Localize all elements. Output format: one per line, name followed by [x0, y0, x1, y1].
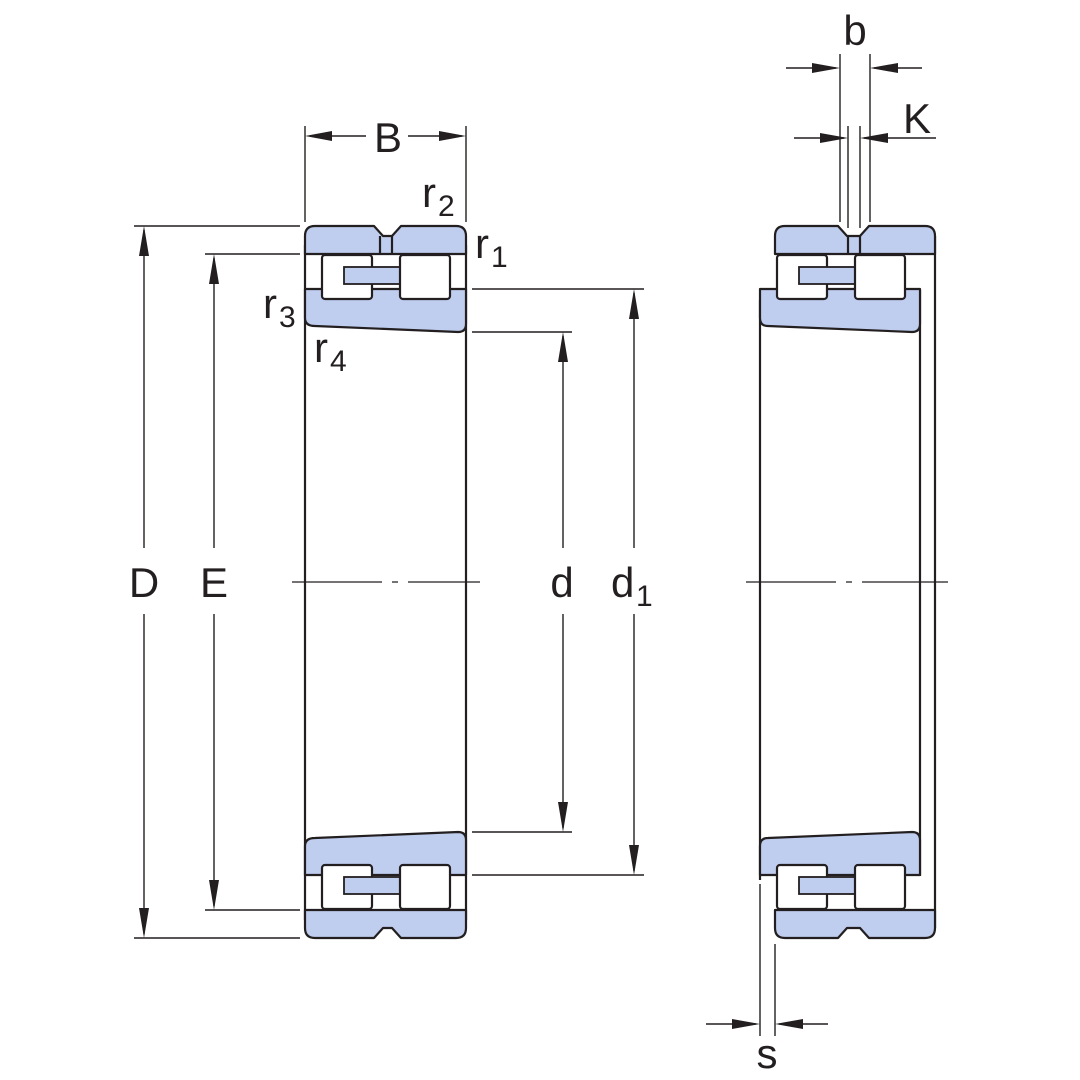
label-r4-sub: 4	[330, 345, 347, 378]
right-section-view	[706, 54, 948, 1036]
label-r2: r	[422, 169, 436, 216]
label-d1-sub: 1	[636, 580, 653, 613]
right-outer-ring-bottom	[773, 908, 937, 940]
label-b: b	[843, 7, 866, 54]
label-r1-sub: 1	[491, 241, 508, 274]
label-B: B	[374, 114, 402, 161]
label-r3: r	[263, 280, 277, 327]
label-D: D	[129, 559, 159, 606]
label-r2-sub: 2	[438, 190, 455, 223]
label-d1: d	[611, 559, 634, 606]
label-r1: r	[475, 220, 489, 267]
label-r4: r	[314, 324, 328, 371]
outer-ring-bottom	[303, 908, 468, 940]
left-section-view	[134, 126, 644, 940]
right-rollers-bottom	[775, 863, 907, 911]
outer-ring-top	[303, 224, 468, 256]
label-E: E	[200, 559, 228, 606]
right-outer-ring-top	[773, 224, 937, 256]
label-s: s	[757, 1030, 778, 1077]
label-K: K	[903, 95, 931, 142]
right-rollers-top	[775, 253, 907, 301]
label-r3-sub: 3	[279, 301, 296, 334]
label-d: d	[550, 559, 573, 606]
